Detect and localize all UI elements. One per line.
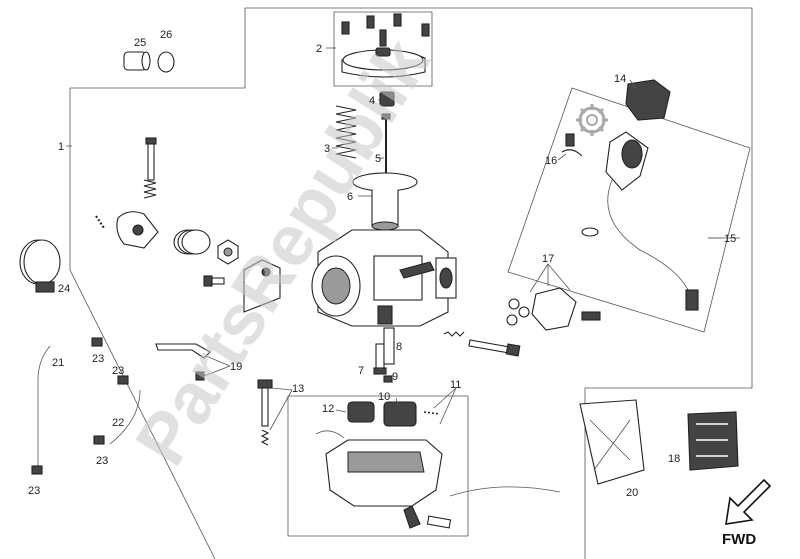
group-outline-choke	[507, 87, 751, 333]
callout-23-c: 23	[96, 455, 108, 467]
mixture-screw-part	[257, 379, 273, 446]
hose-22-part	[109, 389, 141, 445]
callout-2: 2	[316, 43, 322, 55]
callout-4: 4	[369, 95, 375, 107]
callout-11: 11	[450, 379, 461, 391]
hose-clamp-part	[19, 239, 61, 293]
needle-clip-part	[379, 91, 395, 107]
callout-22: 22	[112, 417, 124, 429]
screw-part	[203, 275, 225, 287]
callout-25: 25	[134, 37, 146, 49]
fwd-arrow-icon	[725, 478, 772, 525]
clamp-23d-part	[31, 465, 43, 475]
float-part	[347, 401, 417, 427]
callout-24: 24	[58, 283, 70, 295]
callout-18: 18	[668, 453, 680, 465]
callout-19: 19	[230, 361, 242, 373]
vent-hose-part	[449, 486, 561, 497]
choke-cap-part	[625, 79, 671, 121]
choke-clip-part	[561, 133, 583, 157]
choke-plunger-part	[605, 131, 699, 311]
o-ring-part	[581, 227, 599, 237]
clamp-23b-part	[117, 375, 129, 385]
jet-needle-part	[381, 113, 391, 180]
callout-6: 6	[347, 191, 353, 203]
choke-lever-part	[155, 343, 211, 359]
needle-jet-part	[383, 327, 395, 365]
sleeve-part	[123, 51, 151, 71]
callout-9: 9	[392, 371, 398, 383]
callout-23-d: 23	[28, 485, 40, 497]
float-pin-part	[423, 411, 441, 415]
group-outline-left	[69, 88, 216, 559]
callout-26: 26	[160, 29, 172, 41]
nut-part	[217, 239, 239, 265]
pin-part	[95, 215, 105, 229]
callout-labels: 1 2 3 4 5 6 7 8 9 10 11 12 13 14 15 16 1…	[28, 29, 736, 499]
callout-16: 16	[545, 155, 557, 167]
drain-screw-part	[426, 515, 452, 529]
callout-5: 5	[375, 153, 381, 165]
bracket-part	[243, 259, 281, 313]
callout-13: 13	[292, 383, 304, 395]
idle-screw-part	[145, 137, 157, 181]
carburetor-body	[311, 229, 457, 327]
callout-14: 14	[614, 73, 626, 85]
top-cover-part	[341, 13, 430, 78]
bowl-wire-part	[315, 430, 345, 439]
group-outline-bowl	[287, 395, 469, 537]
callout-21: 21	[52, 357, 64, 369]
group-outline-main	[70, 7, 753, 559]
throttle-cam-part	[116, 211, 159, 249]
clamp-23c-part	[93, 435, 105, 445]
callout-10: 10	[378, 391, 390, 403]
clamp-23a-part	[91, 337, 103, 347]
callout-20: 20	[626, 487, 638, 499]
callout-23-a: 23	[92, 353, 104, 365]
callout-7: 7	[358, 365, 364, 377]
callout-23-b: 23	[112, 365, 124, 377]
gear-icon	[576, 104, 608, 136]
fwd-label: FWD	[722, 531, 756, 548]
pump-cover-part	[506, 287, 601, 331]
callout-8: 8	[396, 341, 402, 353]
gasket-kit-20-part	[579, 399, 645, 485]
callout-17: 17	[542, 253, 554, 265]
return-spring-part	[173, 229, 211, 255]
hose-21-part	[37, 345, 51, 470]
ring-clamp-part	[157, 51, 175, 73]
gasket-kit-18-part	[687, 411, 739, 471]
group-outline-top	[333, 11, 433, 87]
float-bowl-part	[325, 439, 443, 529]
leader-lines	[66, 47, 740, 431]
callout-15: 15	[724, 233, 736, 245]
jet-small-part	[383, 375, 393, 383]
callout-12: 12	[322, 403, 334, 415]
callout-3: 3	[324, 143, 330, 155]
pilot-screw-part	[443, 331, 521, 357]
spring-part	[335, 105, 357, 159]
small-spring-part	[143, 179, 157, 199]
callout-1: 1	[58, 141, 64, 153]
